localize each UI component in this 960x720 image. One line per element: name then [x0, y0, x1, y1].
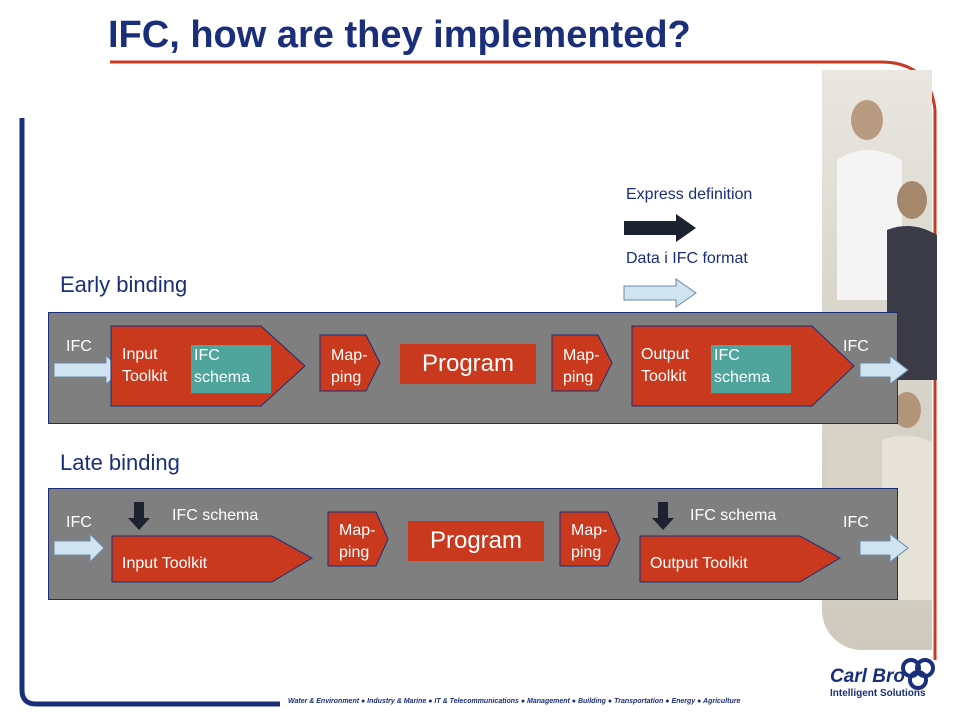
early-mapping-left-shape — [319, 334, 381, 392]
early-ifc-right-label: IFC — [843, 338, 869, 355]
late-binding-heading: Late binding — [60, 450, 180, 475]
footer-business-areas: Water & Environment ● Industry & Marine … — [288, 698, 741, 705]
late-input-toolkit-label: Input Toolkit — [122, 555, 208, 572]
late-mapping-left-shape — [327, 511, 389, 567]
early-program-box: Program — [400, 344, 536, 384]
late-mapping-right-shape — [559, 511, 621, 567]
early-mapping-left-label: Map- ping — [331, 347, 368, 386]
carl-bro-logo-icon — [901, 658, 935, 690]
early-mapping-right-shape — [551, 334, 613, 392]
early-input-toolkit-label: Input Toolkit — [122, 346, 168, 385]
late-right-down-arrow-icon — [652, 502, 674, 530]
early-binding-heading: Early binding — [60, 272, 188, 297]
late-input-toolkit-shape — [111, 535, 314, 583]
early-ifc-right-arrow-icon — [859, 354, 909, 386]
early-output-toolkit-label: Output Toolkit — [641, 346, 690, 385]
late-output-toolkit-label: Output Toolkit — [650, 555, 748, 572]
late-output-toolkit-shape — [639, 535, 842, 583]
dark-arrow-icon — [624, 214, 696, 242]
late-schema-right-label: IFC schema — [690, 507, 777, 524]
light-arrow-icon — [623, 278, 697, 308]
late-mapping-left-label: Map- ping — [339, 522, 376, 561]
late-ifc-right-label: IFC — [843, 514, 869, 531]
early-output-schema-box: IFC schema — [711, 345, 791, 393]
legend-express-label: Express definition — [626, 186, 753, 203]
late-ifc-left-label: IFC — [66, 514, 92, 531]
late-left-down-arrow-icon — [128, 502, 150, 530]
early-mapping-right-label: Map- ping — [563, 347, 600, 386]
late-ifc-left-arrow-icon — [53, 532, 105, 564]
late-mapping-right-label: Map- ping — [571, 522, 608, 561]
logo-name: Carl Bro — [830, 666, 905, 687]
logo-tagline: Intelligent Solutions — [830, 688, 926, 699]
legend-data-label: Data i IFC format — [626, 250, 748, 267]
page-title: IFC, how are they implemented? — [108, 14, 691, 56]
early-input-schema-box: IFC schema — [191, 345, 271, 393]
late-schema-left-label: IFC schema — [172, 507, 259, 524]
late-program-box: Program — [408, 521, 544, 561]
early-ifc-left-label: IFC — [66, 338, 92, 355]
late-ifc-right-arrow-icon — [859, 532, 909, 564]
